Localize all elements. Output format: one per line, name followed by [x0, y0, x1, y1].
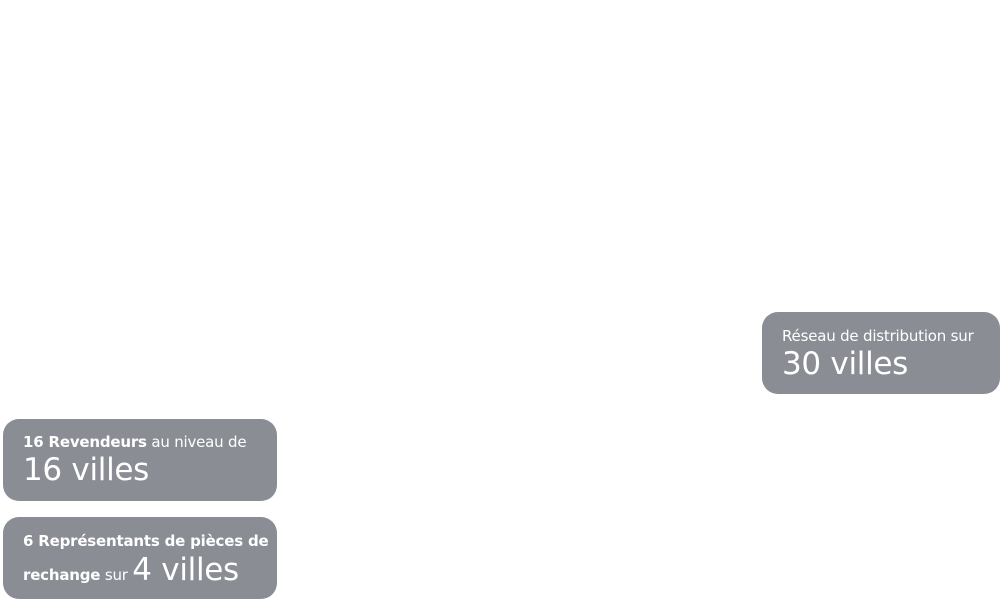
dealers-card: 16 Revendeurs au niveau de 16 villes: [3, 419, 277, 501]
reps-caption-strong: rechange: [23, 566, 101, 584]
network-caption: Réseau de distribution sur: [782, 327, 974, 345]
reps-caption-rest: sur: [100, 566, 133, 584]
distribution-network-card: Réseau de distribution sur 30 villes: [762, 312, 1000, 394]
dealers-caption-rest: au niveau de: [146, 433, 247, 451]
reps-caption-line2: rechange sur 4 villes: [23, 553, 257, 587]
network-cities-count: 30 villes: [782, 346, 909, 382]
dealers-caption: 16 Revendeurs au niveau de: [23, 432, 257, 452]
dealers-cities-count: 16 villes: [23, 452, 150, 488]
dealers-count: 16 Revendeurs: [23, 433, 147, 451]
reps-cities-count: 4 villes: [132, 552, 239, 588]
reps-caption-line1: 6 Représentants de pièces de: [23, 532, 269, 550]
spare-parts-representatives-card: 6 Représentants de pièces de rechange su…: [3, 517, 277, 599]
